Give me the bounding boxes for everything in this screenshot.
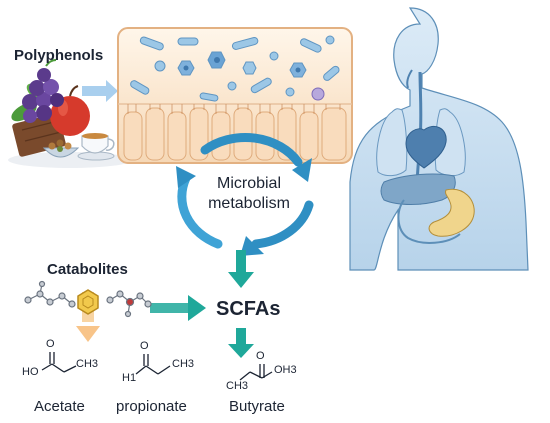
acetate-methyl-label: CH3 — [76, 358, 99, 370]
propionate-oxygen-label: O — [140, 340, 149, 352]
liver-icon — [380, 173, 456, 205]
lungs-icon — [376, 108, 466, 177]
propionate-h-label: H1 — [122, 372, 137, 384]
tea-cup-icon — [77, 133, 115, 161]
human-body-icon — [349, 7, 529, 271]
polyphenols-label: Polyphenols — [14, 47, 104, 64]
gut-epithelium-icon — [117, 27, 353, 164]
butyrate-structure — [239, 364, 273, 381]
propionate-structure — [135, 354, 171, 375]
grapes-icon — [22, 59, 64, 123]
stomach-icon — [428, 188, 475, 237]
catabolites-to-scfa-arrow — [150, 295, 206, 321]
butyrate-hydroxyl-label: OH3 — [274, 364, 297, 376]
acetate-oxygen-label: O — [46, 338, 55, 350]
butyrate-oxygen-label: O — [256, 350, 265, 362]
cycle-to-scfa-arrow — [228, 250, 254, 288]
acetate-label: Acetate — [34, 398, 85, 415]
acetate-structure — [41, 352, 77, 373]
food-to-gut-arrow — [82, 80, 118, 102]
catabolites-label: Catabolites — [47, 261, 128, 278]
nut-bowl-icon — [42, 139, 80, 158]
microbial-metabolism-label-line2: metabolism — [208, 195, 290, 212]
villi — [123, 107, 347, 161]
benzene-ring-icon — [76, 289, 100, 342]
propionate-methyl-label: CH3 — [172, 358, 195, 370]
scfa-to-products-arrow — [228, 328, 254, 358]
butyrate-label: Butyrate — [229, 398, 285, 415]
acetate-hydroxyl-label: HO — [22, 366, 39, 378]
propionate-label: propionate — [116, 398, 187, 415]
molecule-icon — [106, 290, 152, 318]
heart-icon — [405, 126, 447, 169]
microbial-metabolism-label-line1: Microbial — [216, 175, 281, 192]
butyrate-methyl-label: CH3 — [226, 380, 249, 392]
molecule-icon — [24, 280, 76, 308]
bacteria-icon — [130, 35, 340, 102]
scfas-label: SCFAs — [216, 298, 281, 320]
metabolism-cycle-arrows — [177, 132, 314, 249]
fruit-bowl-icon — [8, 59, 132, 168]
